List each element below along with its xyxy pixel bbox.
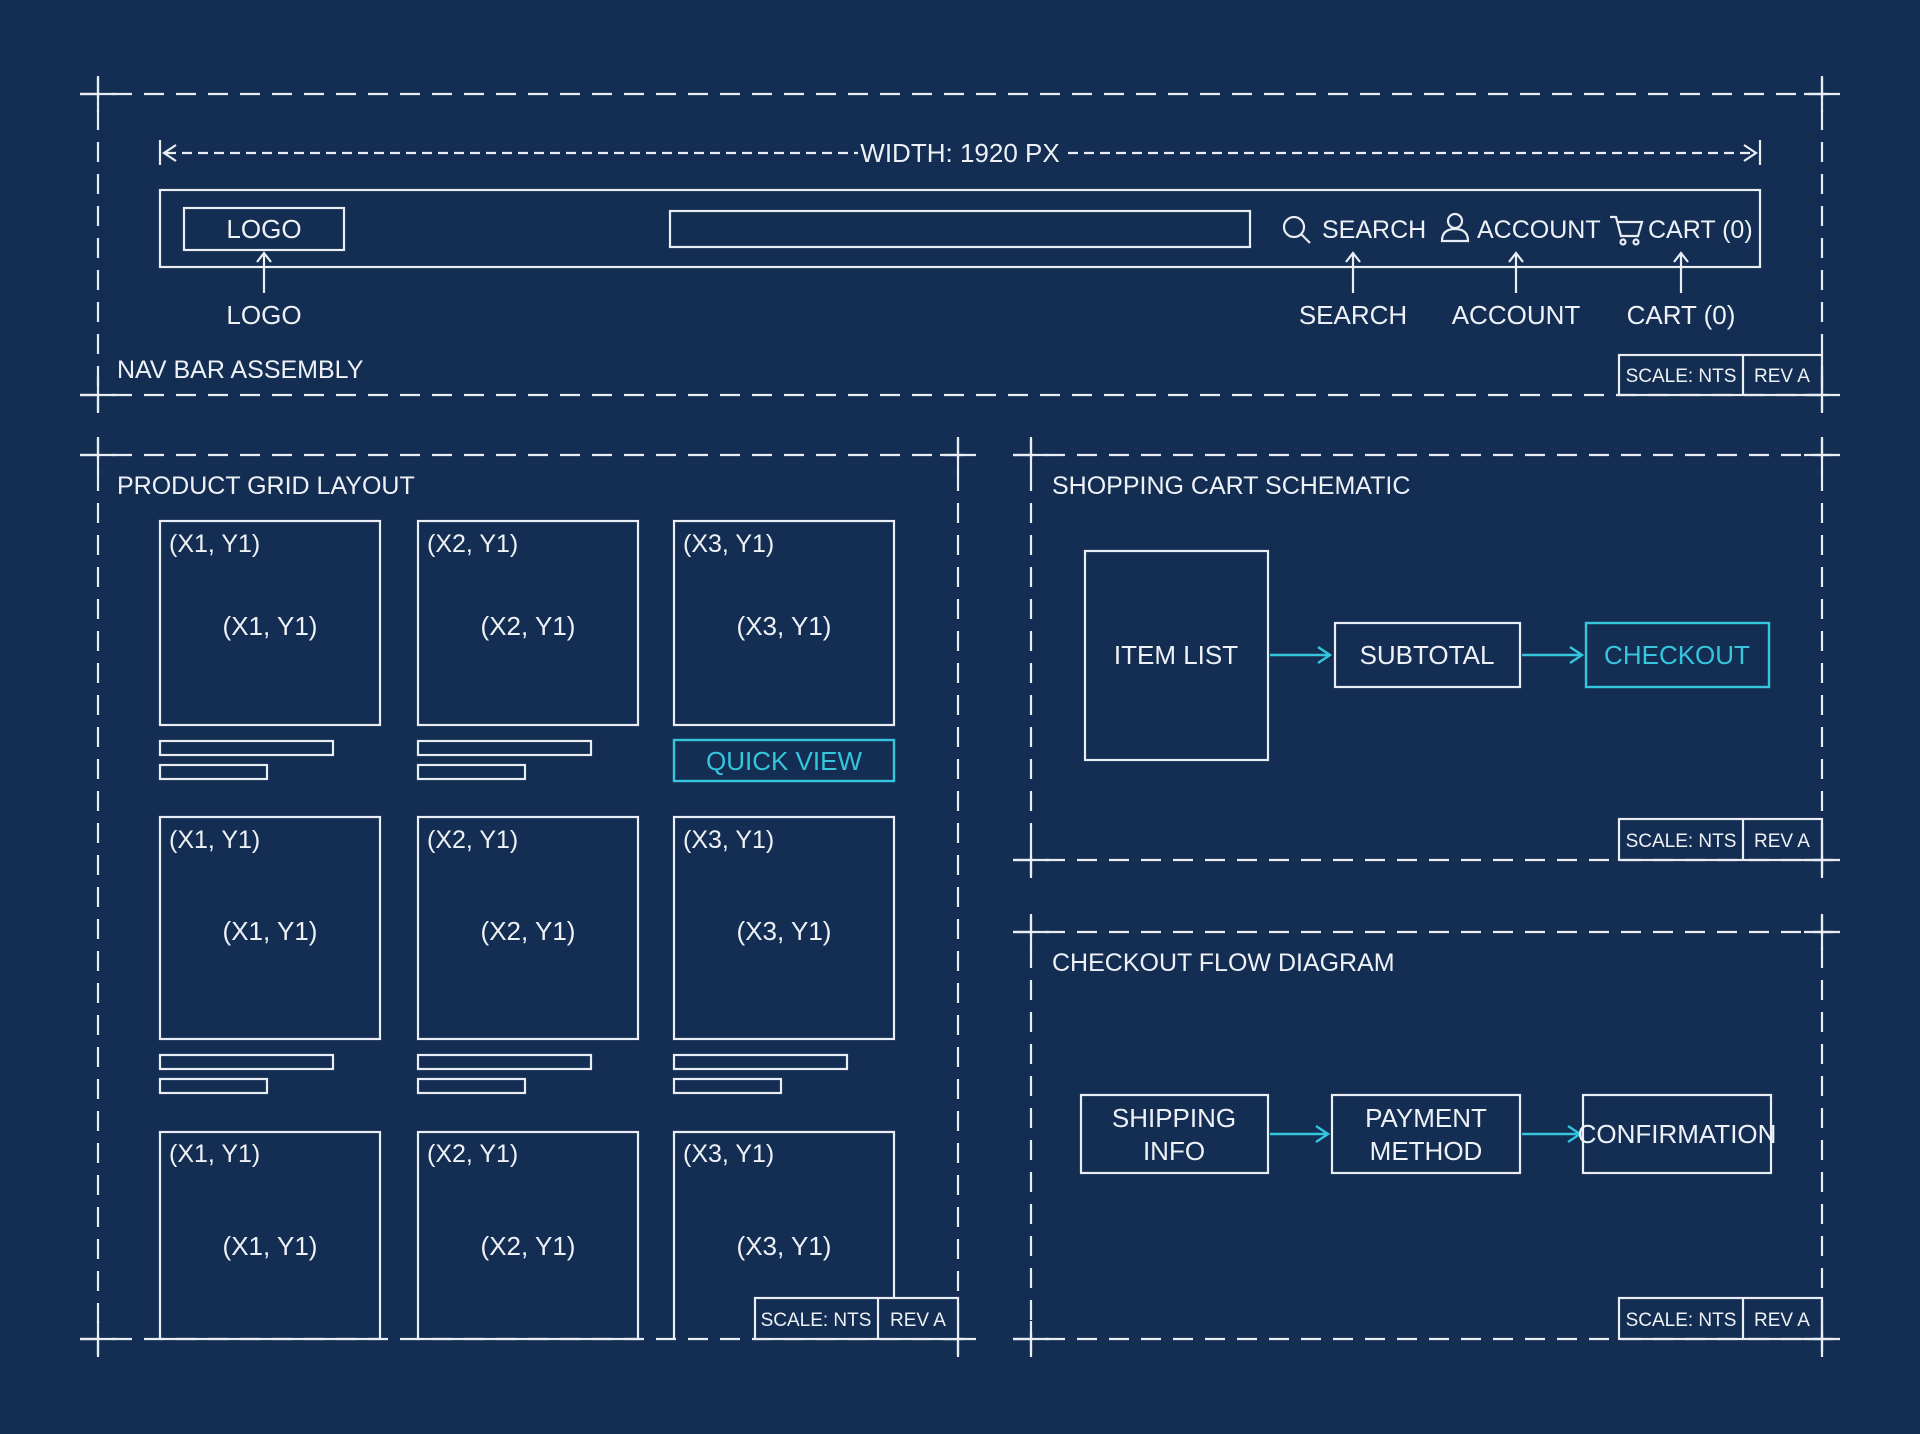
- product-card[interactable]: (X2, Y1) (X2, Y1): [416, 519, 640, 727]
- product-title-placeholder: [158, 1053, 335, 1071]
- product-card-coord: (X1, Y1): [169, 530, 260, 558]
- item-list-label: ITEM LIST: [1114, 640, 1238, 670]
- product-card-center: (X2, Y1): [481, 916, 576, 946]
- product-card[interactable]: (X1, Y1) (X1, Y1): [158, 815, 382, 1041]
- account-button[interactable]: ACCOUNT: [1440, 212, 1601, 244]
- product-card-coord: (X1, Y1): [169, 1140, 260, 1168]
- callout-search: SEARCH: [1299, 300, 1407, 330]
- product-card-coord: (X3, Y1): [683, 530, 774, 558]
- grid-rev: REV A: [890, 1310, 946, 1331]
- product-card[interactable]: (X1, Y1) (X1, Y1): [158, 1130, 382, 1341]
- search-label: SEARCH: [1322, 216, 1426, 244]
- cart-button[interactable]: CART (0): [1610, 215, 1753, 246]
- shopping-cart-panel: SHOPPING CART SCHEMATIC ITEM LIST SUBTOT…: [1013, 437, 1840, 878]
- flow-arrow: [1270, 1125, 1331, 1143]
- product-card-center: (X1, Y1): [223, 1231, 318, 1261]
- confirmation-label: CONFIRMATION: [1578, 1119, 1777, 1149]
- grid-scale: SCALE: NTS: [761, 1310, 872, 1331]
- product-price-placeholder: [416, 1077, 527, 1095]
- grid-panel-title: PRODUCT GRID LAYOUT: [117, 472, 415, 500]
- flow-arrow: [1522, 1125, 1583, 1143]
- cart-panel-title: SHOPPING CART SCHEMATIC: [1052, 472, 1410, 500]
- nav-title-block: SCALE: NTS REV A: [1617, 353, 1824, 397]
- product-card-center: (X2, Y1): [481, 611, 576, 641]
- product-card-center: (X1, Y1): [223, 916, 318, 946]
- confirmation-step: CONFIRMATION: [1578, 1093, 1777, 1175]
- product-card[interactable]: (X1, Y1) (X1, Y1): [158, 519, 382, 727]
- account-label: ACCOUNT: [1477, 216, 1601, 244]
- flow-rev: REV A: [1754, 1310, 1810, 1331]
- product-card-center: (X1, Y1): [223, 611, 318, 641]
- cart-scale: SCALE: NTS: [1626, 831, 1737, 852]
- grid-title-block: SCALE: NTS REV A: [753, 1296, 960, 1341]
- quick-view-label: QUICK VIEW: [706, 746, 862, 776]
- logo-text: LOGO: [226, 214, 301, 244]
- product-card-coord: (X3, Y1): [683, 1140, 774, 1168]
- product-card-center: (X3, Y1): [737, 1231, 832, 1261]
- product-price-placeholder: [672, 1077, 783, 1095]
- checkout-flow-panel: CHECKOUT FLOW DIAGRAM SHIPPING INFO PAYM…: [1013, 914, 1840, 1357]
- product-card-coord: (X1, Y1): [169, 826, 260, 854]
- nav-panel-title: NAV BAR ASSEMBLY: [117, 356, 364, 384]
- payment-label-line2: METHOD: [1370, 1136, 1483, 1166]
- cart-label: CART (0): [1648, 216, 1753, 244]
- checkout-button[interactable]: CHECKOUT: [1584, 621, 1771, 689]
- item-list-box: ITEM LIST: [1083, 549, 1270, 762]
- callout-account: ACCOUNT: [1452, 300, 1581, 330]
- callout-cart: CART (0): [1627, 300, 1736, 330]
- nav-scale: SCALE: NTS: [1626, 366, 1737, 387]
- product-card-coord: (X2, Y1): [427, 826, 518, 854]
- product-price-placeholder: [158, 763, 269, 781]
- callout-logo: LOGO: [226, 300, 301, 330]
- payment-method-step: PAYMENT METHOD: [1330, 1093, 1522, 1175]
- nav-callouts: LOGO SEARCH ACCOUNT CART (0): [226, 251, 1736, 330]
- search-button[interactable]: SEARCH: [1282, 215, 1426, 244]
- cart-arrow: [1522, 646, 1585, 664]
- product-card-coord: (X2, Y1): [427, 530, 518, 558]
- product-card[interactable]: (X3, Y1) (X3, Y1): [672, 815, 896, 1041]
- product-card-coord: (X3, Y1): [683, 826, 774, 854]
- product-price-placeholder: [416, 763, 527, 781]
- product-card-center: (X3, Y1): [737, 611, 832, 641]
- checkout-label: CHECKOUT: [1604, 640, 1750, 670]
- nav-bar: LOGO SEARCH ACCOUNT: [158, 188, 1762, 269]
- cart-arrow: [1270, 646, 1333, 664]
- product-title-placeholder: [158, 739, 335, 757]
- cart-title-block: SCALE: NTS REV A: [1617, 817, 1824, 862]
- account-icon: [1440, 212, 1470, 243]
- nav-bar-assembly-panel: WIDTH: 1920 PX LOGO SEARCH: [80, 76, 1840, 413]
- flow-scale: SCALE: NTS: [1626, 1310, 1737, 1331]
- cart-icon: [1610, 215, 1644, 246]
- flow-panel-title: CHECKOUT FLOW DIAGRAM: [1052, 949, 1395, 977]
- subtotal-box: SUBTOTAL: [1333, 621, 1522, 689]
- subtotal-label: SUBTOTAL: [1360, 640, 1495, 670]
- product-card[interactable]: (X3, Y1) (X3, Y1): [672, 519, 896, 727]
- nav-rev: REV A: [1754, 366, 1810, 387]
- product-card-center: (X2, Y1): [481, 1231, 576, 1261]
- payment-label-line1: PAYMENT: [1365, 1103, 1487, 1133]
- product-card[interactable]: (X3, Y1) (X3, Y1): [672, 1130, 896, 1339]
- cart-rev: REV A: [1754, 831, 1810, 852]
- width-dimension: WIDTH: 1920 PX: [158, 138, 1762, 168]
- shipping-label-line2: INFO: [1143, 1136, 1205, 1166]
- flow-title-block: SCALE: NTS REV A: [1617, 1296, 1824, 1341]
- width-label: WIDTH: 1920 PX: [860, 138, 1059, 168]
- product-price-placeholder: [158, 1077, 269, 1095]
- logo-box[interactable]: LOGO: [182, 206, 346, 252]
- product-card[interactable]: (X2, Y1) (X2, Y1): [416, 815, 640, 1041]
- search-icon: [1282, 215, 1311, 244]
- product-grid-panel: PRODUCT GRID LAYOUT (X1, Y1) (X1, Y1) (X…: [80, 437, 976, 1357]
- shipping-label-line1: SHIPPING: [1112, 1103, 1236, 1133]
- product-title-placeholder: [416, 739, 593, 757]
- product-title-placeholder: [672, 1053, 849, 1071]
- product-card-coord: (X2, Y1): [427, 1140, 518, 1168]
- product-card-center: (X3, Y1): [737, 916, 832, 946]
- search-input[interactable]: [668, 209, 1252, 249]
- quick-view-button[interactable]: QUICK VIEW: [672, 738, 896, 783]
- shipping-info-step: SHIPPING INFO: [1079, 1093, 1270, 1175]
- product-title-placeholder: [416, 1053, 593, 1071]
- product-card[interactable]: (X2, Y1) (X2, Y1): [416, 1130, 640, 1341]
